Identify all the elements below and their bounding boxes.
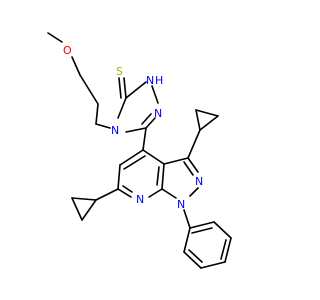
bond-n2-c3-double — [141, 113, 152, 125]
bond-ph-4 — [200, 261, 226, 269]
bond-c5-n1 — [125, 81, 147, 99]
atom-n-h-triazole: N — [146, 74, 154, 87]
bond-cyp1-b — [199, 115, 219, 131]
atom-n-triazole-2: N — [154, 107, 162, 120]
bond-ph-5-double — [188, 249, 203, 263]
atom-n-pyrazole-1: N — [177, 198, 185, 211]
bond-c7a-c3a-double — [156, 166, 160, 186]
molecule-structure: O S N H N N N N N — [47, 32, 232, 269]
bond-c3-n4 — [125, 127, 147, 133]
bond-cyp1-a — [195, 109, 201, 131]
bond-c4-c5pyr — [119, 149, 144, 166]
bond-c5pyr-c6 — [117, 164, 121, 190]
bond-c7a-c3a — [161, 163, 165, 190]
atom-h-triazole: H — [155, 74, 163, 87]
atom-label-layer: O S N H N N N N N — [63, 44, 203, 211]
molecule-canvas: O S N H N N N N N — [47, 32, 232, 269]
atom-n-pyrazole-2: N — [195, 175, 203, 188]
bond-ph-3-double — [220, 239, 227, 260]
bond-c5-s-double — [118, 77, 122, 99]
bond-c3a-c3 — [163, 157, 189, 165]
bond-n1pz-c7a — [161, 188, 177, 199]
bond-cyp1-c — [195, 109, 219, 117]
bond-c3-n2pz — [187, 157, 199, 173]
bond-cyp2-a — [71, 197, 97, 201]
bond-n2pz-n1pz — [189, 187, 199, 197]
bond-n2-c3 — [145, 117, 156, 129]
bond-ph-3 — [224, 237, 232, 263]
atom-s-thione: S — [116, 65, 123, 78]
bond-layer — [47, 32, 232, 269]
bond-n1-n2 — [151, 85, 159, 104]
bond-n1-phenyl — [183, 209, 191, 229]
bond-ph-6 — [183, 227, 191, 253]
bond-o-ch2 — [71, 56, 81, 76]
bond-c6-n7 — [117, 188, 132, 198]
atom-n-triazole-4: N — [111, 124, 119, 137]
bond-n4-c5 — [117, 97, 127, 119]
bond-ch2-ch2-b — [95, 103, 99, 125]
bond-cyp2-b — [81, 199, 97, 221]
bond-n7-c7a — [148, 188, 163, 198]
bond-ph-2 — [213, 221, 232, 239]
bond-ph-1 — [189, 221, 215, 229]
bond-c6-n7-double — [122, 185, 133, 193]
bond-c3-c4 — [142, 127, 147, 151]
bond-ch2-ch2 — [79, 74, 99, 105]
bond-ph-5 — [183, 251, 202, 269]
bond-c5-s — [123, 77, 127, 99]
bond-c4-c5pyr-double — [123, 155, 146, 170]
bond-c3-cyp1 — [187, 129, 201, 159]
bond-ph-1-double — [191, 227, 213, 234]
bond-cyp2-c — [71, 197, 83, 221]
bond-c3-n2pz-double — [183, 161, 194, 176]
bond-c3a-c4 — [142, 149, 165, 165]
bond-methyl-o — [47, 32, 63, 43]
atom-n-pyridine: N — [136, 193, 144, 206]
bond-ch2-n4 — [95, 123, 111, 129]
bond-c6-cyp2 — [95, 188, 119, 201]
atom-o-methoxy: O — [63, 44, 72, 57]
